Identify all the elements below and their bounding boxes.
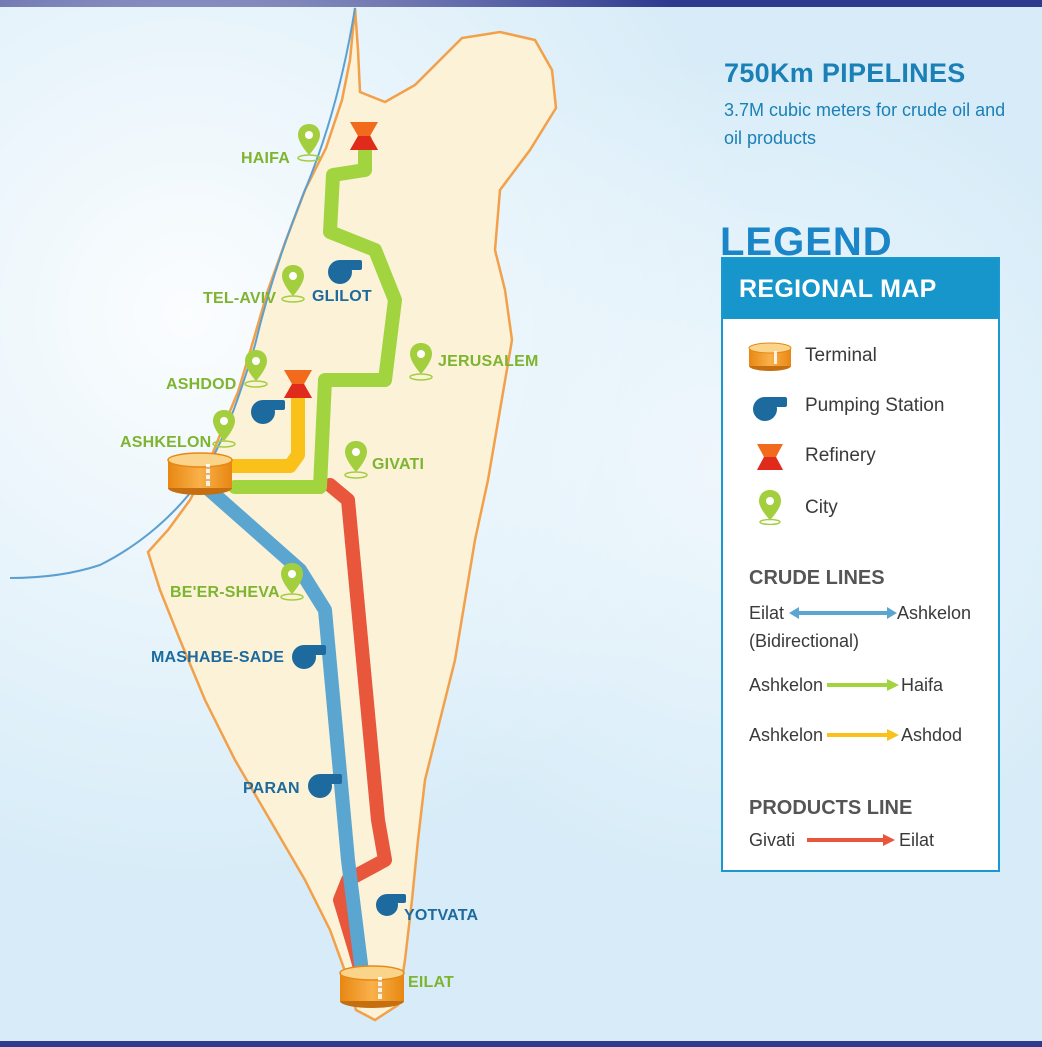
route-to-ashkelon: Ashkelon — [897, 603, 972, 623]
city-label-ashdod: ASHDOD — [166, 376, 237, 393]
pumping-station-icon — [251, 400, 285, 424]
legend-item-refinery: Refinery — [723, 437, 998, 477]
legend-route-ashkelon-ashdod: Ashkelon Ashdod — [749, 725, 989, 749]
legend-route-note: (Bidirectional) — [749, 631, 860, 651]
city-label-givati: GIVATI — [372, 456, 425, 473]
subheadline: 3.7M cubic meters for crude oil and oil … — [724, 100, 1006, 148]
legend-item-terminal: Terminal — [723, 337, 998, 377]
route-from-ashkelon: Ashkelon — [749, 725, 824, 745]
terminal-icon — [167, 452, 233, 495]
city-label-tel-aviv: TEL-AVIV — [203, 290, 277, 307]
arrow-right-icon — [807, 834, 895, 846]
route-from-givati: Givati — [749, 830, 796, 850]
arrow-right-icon — [827, 679, 899, 691]
legend-item-pumping-station: Pumping Station — [723, 387, 998, 427]
city-label-jerusalem: JERUSALEM — [438, 353, 539, 370]
arrow-right-icon — [827, 729, 899, 741]
city-pin-icon — [281, 265, 305, 303]
coastline — [9, 7, 356, 579]
legend-label-refinery: Refinery — [805, 445, 876, 466]
legend-label-pumping-station: Pumping Station — [805, 395, 945, 416]
refinery-icon — [757, 444, 783, 470]
pipeline-crude-ashkelon-haifa — [228, 133, 402, 494]
bidirectional-arrow-icon — [789, 607, 897, 619]
legend-panel: REGIONAL MAP Terminal Pumping Station Re… — [721, 257, 1000, 872]
city-pin-icon — [244, 350, 268, 388]
route-from-eilat: Eilat — [749, 603, 785, 623]
pumping-station-icon — [753, 397, 787, 421]
bottom-border — [0, 1041, 1042, 1047]
pumping-station-icon — [292, 645, 326, 669]
pumping-station-icon — [328, 260, 362, 284]
refinery-icon — [350, 122, 378, 150]
station-label-mashabe-sade: MASHABE-SADE — [151, 649, 285, 666]
route-to-eilat: Eilat — [899, 830, 935, 850]
city-label-ashkelon: ASHKELON — [120, 434, 212, 451]
pipeline-crude-ashkelon-ashdod — [225, 388, 305, 473]
city-pin-icon — [759, 490, 781, 525]
city-pin-icon — [344, 441, 368, 479]
city-pin-icon — [280, 563, 304, 601]
legend-route-eilat-ashkelon: Eilat Ashkelon — [749, 603, 989, 627]
pumping-station-icon — [376, 894, 406, 916]
city-label-beer-sheva: BE'ER-SHEVA — [170, 584, 280, 601]
station-label-yotvata: YOTVATA — [404, 907, 479, 924]
legend-item-city: City — [723, 485, 998, 525]
refinery-icon — [284, 370, 312, 398]
city-pin-icon — [297, 124, 321, 162]
station-label-paran: PARAN — [243, 780, 300, 797]
legend-heading: REGIONAL MAP — [723, 259, 998, 319]
pumping-station-icon — [308, 774, 342, 798]
station-label-glilot: GLILOT — [312, 288, 372, 305]
legend-title: LEGEND — [720, 220, 893, 258]
city-pin-icon — [409, 343, 433, 381]
city-label-eilat: EILAT — [408, 974, 455, 991]
legend-label-terminal: Terminal — [805, 345, 877, 366]
route-from-ashkelon: Ashkelon — [749, 675, 824, 695]
headline: 750Km PIPELINES — [724, 58, 966, 88]
legend-section-products-line: PRODUCTS LINE — [749, 797, 913, 819]
city-label-haifa: HAIFA — [241, 150, 290, 167]
route-to-haifa: Haifa — [901, 675, 944, 695]
legend-route-givati-eilat: Givati Eilat — [749, 830, 989, 854]
city-pin-icon — [212, 410, 236, 448]
terminal-icon — [339, 965, 405, 1008]
legend-label-city: City — [805, 497, 838, 518]
terminal-icon — [748, 342, 792, 371]
legend-route-ashkelon-haifa: Ashkelon Haifa — [749, 675, 989, 699]
pipeline-crude-eilat-ashkelon — [198, 479, 369, 979]
route-to-ashdod: Ashdod — [901, 725, 963, 745]
legend-section-crude-lines: CRUDE LINES — [749, 567, 885, 589]
